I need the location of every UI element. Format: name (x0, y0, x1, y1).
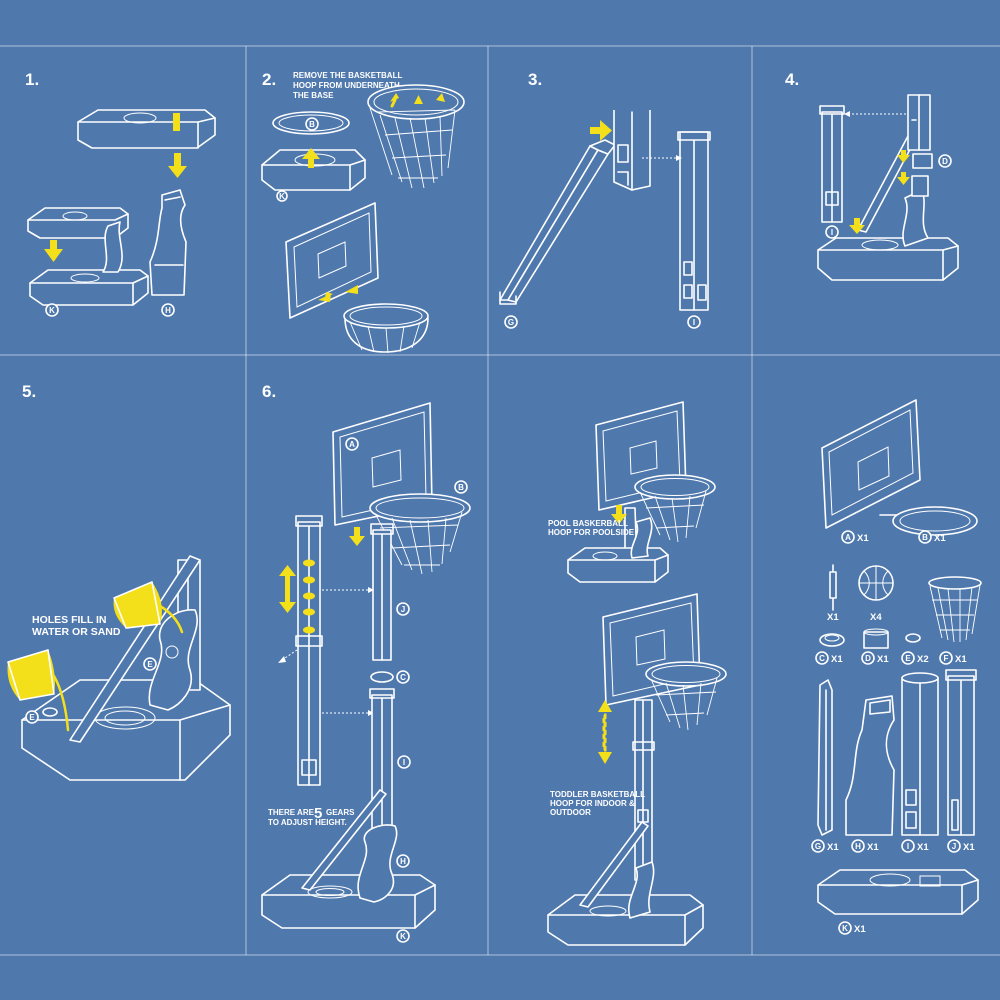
label-D: D (942, 157, 948, 166)
label-G: G (508, 318, 514, 327)
label-B-2: B (458, 483, 464, 492)
label-H-2: H (400, 857, 406, 866)
qty-D: X1 (877, 654, 889, 665)
label-I-3: I (403, 758, 405, 767)
label-K-2: K (279, 192, 285, 201)
panel-configurations: POOL BASKERBALL HOOP FOR POOLSIDE TODDLE… (547, 401, 727, 946)
label-I-2: I (831, 228, 833, 237)
step-number-3: 3. (528, 70, 542, 89)
qty-K: X1 (854, 924, 866, 935)
label-E: E (147, 660, 153, 669)
parts-label-D: D (865, 654, 871, 663)
parts-label-A: A (845, 533, 851, 542)
label-E-2: E (29, 713, 35, 722)
note-toddler: TODDLER BASKETBALL HOOP FOR INDOOR & OUT… (550, 790, 647, 817)
panel-step-3: G I (499, 110, 711, 329)
qty-B: X1 (934, 533, 946, 544)
label-B: B (309, 120, 315, 129)
parts-label-I: I (907, 842, 909, 851)
qty-G: X1 (827, 842, 839, 853)
panel-step-1: K H (27, 109, 216, 317)
label-H-circle (161, 303, 175, 317)
qty-E: X2 (917, 654, 929, 665)
step-number-1: 1. (25, 70, 39, 89)
parts-label-H: H (855, 842, 861, 851)
qty-A: X1 (857, 533, 869, 544)
step-number-6: 6. (262, 382, 276, 401)
label-K-circle (45, 303, 59, 317)
step-number-5: 5. (22, 382, 36, 401)
label-K: K (49, 306, 55, 315)
panel-step-6: A B J C THER (261, 402, 471, 943)
label-K-3: K (400, 932, 406, 941)
step-number-2: 2. (262, 70, 276, 89)
step-number-4: 4. (785, 70, 799, 89)
label-H: H (165, 306, 171, 315)
panel-parts-list: A X1 B X1 X1 X4 F X1 C X1 D X1 E (811, 399, 982, 935)
panel-step-4: D I (817, 94, 959, 281)
parts-label-E: E (905, 654, 911, 663)
qty-J: X1 (963, 842, 975, 853)
panel-grid (0, 45, 1000, 956)
note-holes-fill: HOLES FILL IN WATER OR SAND (32, 614, 121, 638)
label-J: J (401, 605, 405, 614)
parts-label-B: B (922, 533, 928, 542)
parts-label-F: F (944, 654, 949, 663)
parts-label-K: K (842, 924, 848, 933)
parts-label-J: J (952, 842, 956, 851)
qty-H: X1 (867, 842, 879, 853)
parts-label-G: G (815, 842, 821, 851)
panel-step-5: HOLES FILL IN WATER OR SAND E E (7, 555, 231, 781)
note-remove-hoop: REMOVE THE BASKETBALL HOOP FROM UNDERNEA… (293, 71, 404, 100)
qty-C: X1 (831, 654, 843, 665)
qty-I: X1 (917, 842, 929, 853)
qty-balls: X4 (870, 612, 882, 623)
label-A: A (349, 440, 355, 449)
qty-pump: X1 (827, 612, 839, 623)
note-pool: POOL BASKERBALL HOOP FOR POOLSIDE (548, 519, 635, 537)
qty-F: X1 (955, 654, 967, 665)
note-gears: THERE ARE 5 GEARS TO ADJUST HEIGHT. (268, 802, 359, 827)
label-C: C (400, 673, 406, 682)
label-I: I (693, 318, 695, 327)
pump-icon (829, 564, 837, 611)
panel-step-2: REMOVE THE BASKETBALL HOOP FROM UNDERNEA… (261, 71, 465, 354)
parts-label-C: C (819, 654, 825, 663)
